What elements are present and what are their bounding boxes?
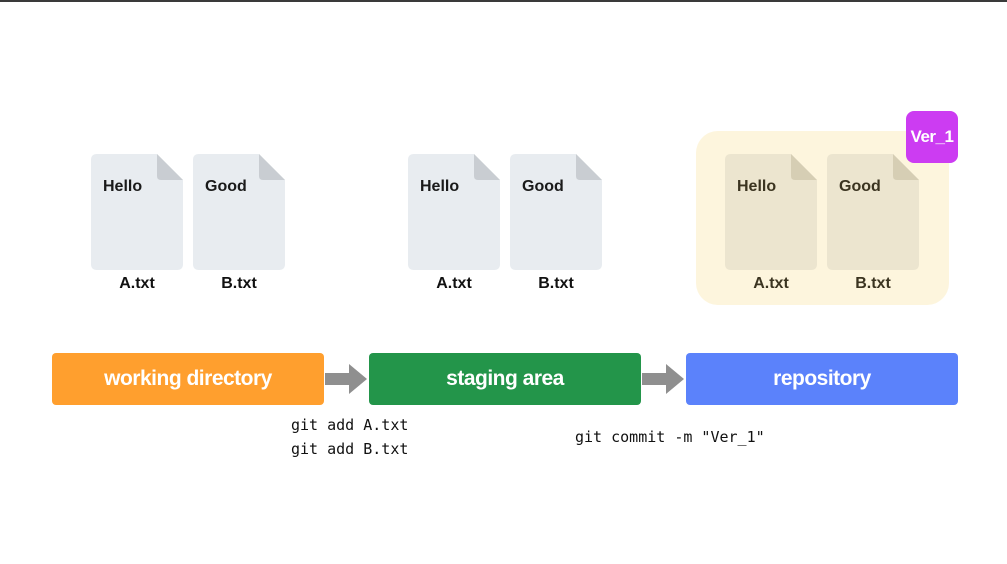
file-name-label: B.txt <box>538 275 574 292</box>
file-name-label: A.txt <box>436 275 472 292</box>
file-page-icon <box>193 154 285 270</box>
arrow-right-icon <box>642 364 684 394</box>
arrow-right-icon <box>325 364 367 394</box>
file-content: Good <box>522 178 564 195</box>
file-content: Good <box>839 178 881 195</box>
repository-file-b: Good <box>827 154 919 270</box>
git-commit-command: git commit -m "Ver_1" <box>575 428 765 446</box>
repository-box: repository <box>686 353 958 405</box>
file-page-icon <box>510 154 602 270</box>
git-add-command: git add A.txt <box>291 416 409 434</box>
file-page-icon <box>827 154 919 270</box>
file-name-label: B.txt <box>221 275 257 292</box>
file-name-label: A.txt <box>119 275 155 292</box>
file-name-label: B.txt <box>855 275 891 292</box>
working-file-a: Hello <box>91 154 183 270</box>
version-badge: Ver_1 <box>906 111 958 163</box>
file-page-icon <box>408 154 500 270</box>
top-rule <box>0 0 1007 2</box>
file-content: Hello <box>103 178 143 195</box>
file-page-icon <box>91 154 183 270</box>
staging-file-b: Good <box>510 154 602 270</box>
file-content: Hello <box>737 178 777 195</box>
file-page-icon <box>725 154 817 270</box>
git-add-command: git add B.txt <box>291 440 409 458</box>
staging-area-box: staging area <box>369 353 641 405</box>
working-directory-box: working directory <box>52 353 324 405</box>
working-file-b: Good <box>193 154 285 270</box>
repository-file-a: Hello <box>725 154 817 270</box>
staging-file-a: Hello <box>408 154 500 270</box>
file-content: Good <box>205 178 247 195</box>
file-content: Hello <box>420 178 460 195</box>
file-name-label: A.txt <box>753 275 789 292</box>
